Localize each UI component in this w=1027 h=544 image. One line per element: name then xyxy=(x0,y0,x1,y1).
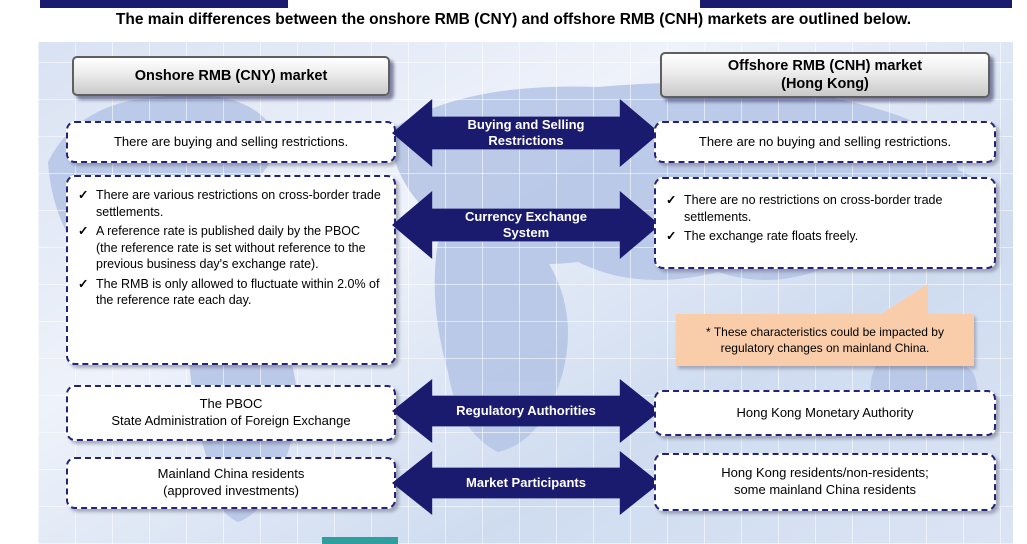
restrictions-arrow-label-line1: Buying and Selling xyxy=(467,116,585,132)
offshore-participants-line2: some mainland China residents xyxy=(733,482,917,497)
restrictions-arrow-label-line2: Restrictions xyxy=(488,133,564,148)
page-title: The main differences between the onshore… xyxy=(115,11,912,28)
onshore-exchange-box: ✓ There are various restrictions on cros… xyxy=(66,175,396,365)
offshore-restrictions-box: There are no buying and selling restrict… xyxy=(654,121,996,163)
onshore-participants-line1: Mainland China residents xyxy=(157,466,305,482)
list-item: ✓ There are various restrictions on cros… xyxy=(78,187,384,220)
onshore-exchange-list: ✓ There are various restrictions on cros… xyxy=(78,186,384,312)
check-icon: ✓ xyxy=(78,224,89,238)
check-icon: ✓ xyxy=(78,276,89,291)
offshore-regulators-text: Hong Kong Monetary Authority xyxy=(736,404,914,420)
offshore-header-box: Offshore RMB (CNH) market (Hong Kong) xyxy=(660,52,990,98)
onshore-header-label: Onshore RMB (CNY) market xyxy=(134,67,328,84)
onshore-regulators-box: The PBOC State Administration of Foreign… xyxy=(66,385,396,441)
top-accent-bar-left xyxy=(40,0,288,8)
offshore-regulators-box: Hong Kong Monetary Authority xyxy=(654,390,996,436)
onshore-participants-box: Mainland China residents (approved inves… xyxy=(66,457,396,509)
check-icon: ✓ xyxy=(666,193,677,207)
offshore-participants-box: Hong Kong residents/non-residents; some … xyxy=(654,453,996,511)
check-icon: ✓ xyxy=(78,188,89,202)
onshore-restrictions-box: There are buying and selling restriction… xyxy=(66,121,396,163)
note-text-line1: * These characteristics could be impacte… xyxy=(706,324,944,339)
bottom-accent-bar xyxy=(322,537,398,544)
check-icon: ✓ xyxy=(666,229,677,243)
participants-arrow-label: Market Participants xyxy=(466,474,586,490)
offshore-exchange-box: ✓ There are no restrictions on cross-bor… xyxy=(654,177,996,269)
offshore-restrictions-text: There are no buying and selling restrict… xyxy=(698,133,952,149)
offshore-header-label-line2: (Hong Kong) xyxy=(781,76,869,92)
list-item: ✓ A reference rate is published daily by… xyxy=(78,223,384,273)
offshore-exchange-item-1: There are no restrictions on cross-borde… xyxy=(684,193,943,224)
offshore-exchange-list: ✓ There are no restrictions on cross-bor… xyxy=(666,191,984,248)
onshore-regulators-line2: State Administration of Foreign Exchange xyxy=(111,413,351,428)
offshore-participants-line1: Hong Kong residents/non-residents; xyxy=(721,465,929,481)
onshore-exchange-item-2: A reference rate is published daily by t… xyxy=(96,224,366,271)
onshore-regulators-line1: The PBOC xyxy=(199,396,263,412)
list-item: ✓ There are no restrictions on cross-bor… xyxy=(666,192,984,225)
list-item: ✓ The exchange rate floats freely. xyxy=(666,228,984,245)
onshore-participants-line2: (approved investments) xyxy=(163,483,299,498)
exchange-arrow-label-line2: System xyxy=(502,225,550,240)
list-item: ✓ The RMB is only allowed to fluctuate w… xyxy=(78,276,384,309)
regulators-arrow-label: Regulatory Authorities xyxy=(456,402,596,418)
note-text-line2: regulatory changes on mainland China. xyxy=(720,341,930,355)
onshore-restrictions-text: There are buying and selling restriction… xyxy=(113,133,349,149)
top-accent-bar-right xyxy=(700,0,1012,8)
offshore-header-label-line1: Offshore RMB (CNH) market xyxy=(727,57,923,74)
onshore-exchange-item-3: The RMB is only allowed to fluctuate wit… xyxy=(96,276,380,308)
note-callout: * These characteristics could be impacte… xyxy=(676,314,974,366)
onshore-exchange-item-1: There are various restrictions on cross-… xyxy=(96,188,381,219)
onshore-header-box: Onshore RMB (CNY) market xyxy=(72,56,390,96)
offshore-exchange-item-2: The exchange rate floats freely. xyxy=(684,229,859,243)
exchange-arrow-label-line1: Currency Exchange xyxy=(464,208,588,224)
